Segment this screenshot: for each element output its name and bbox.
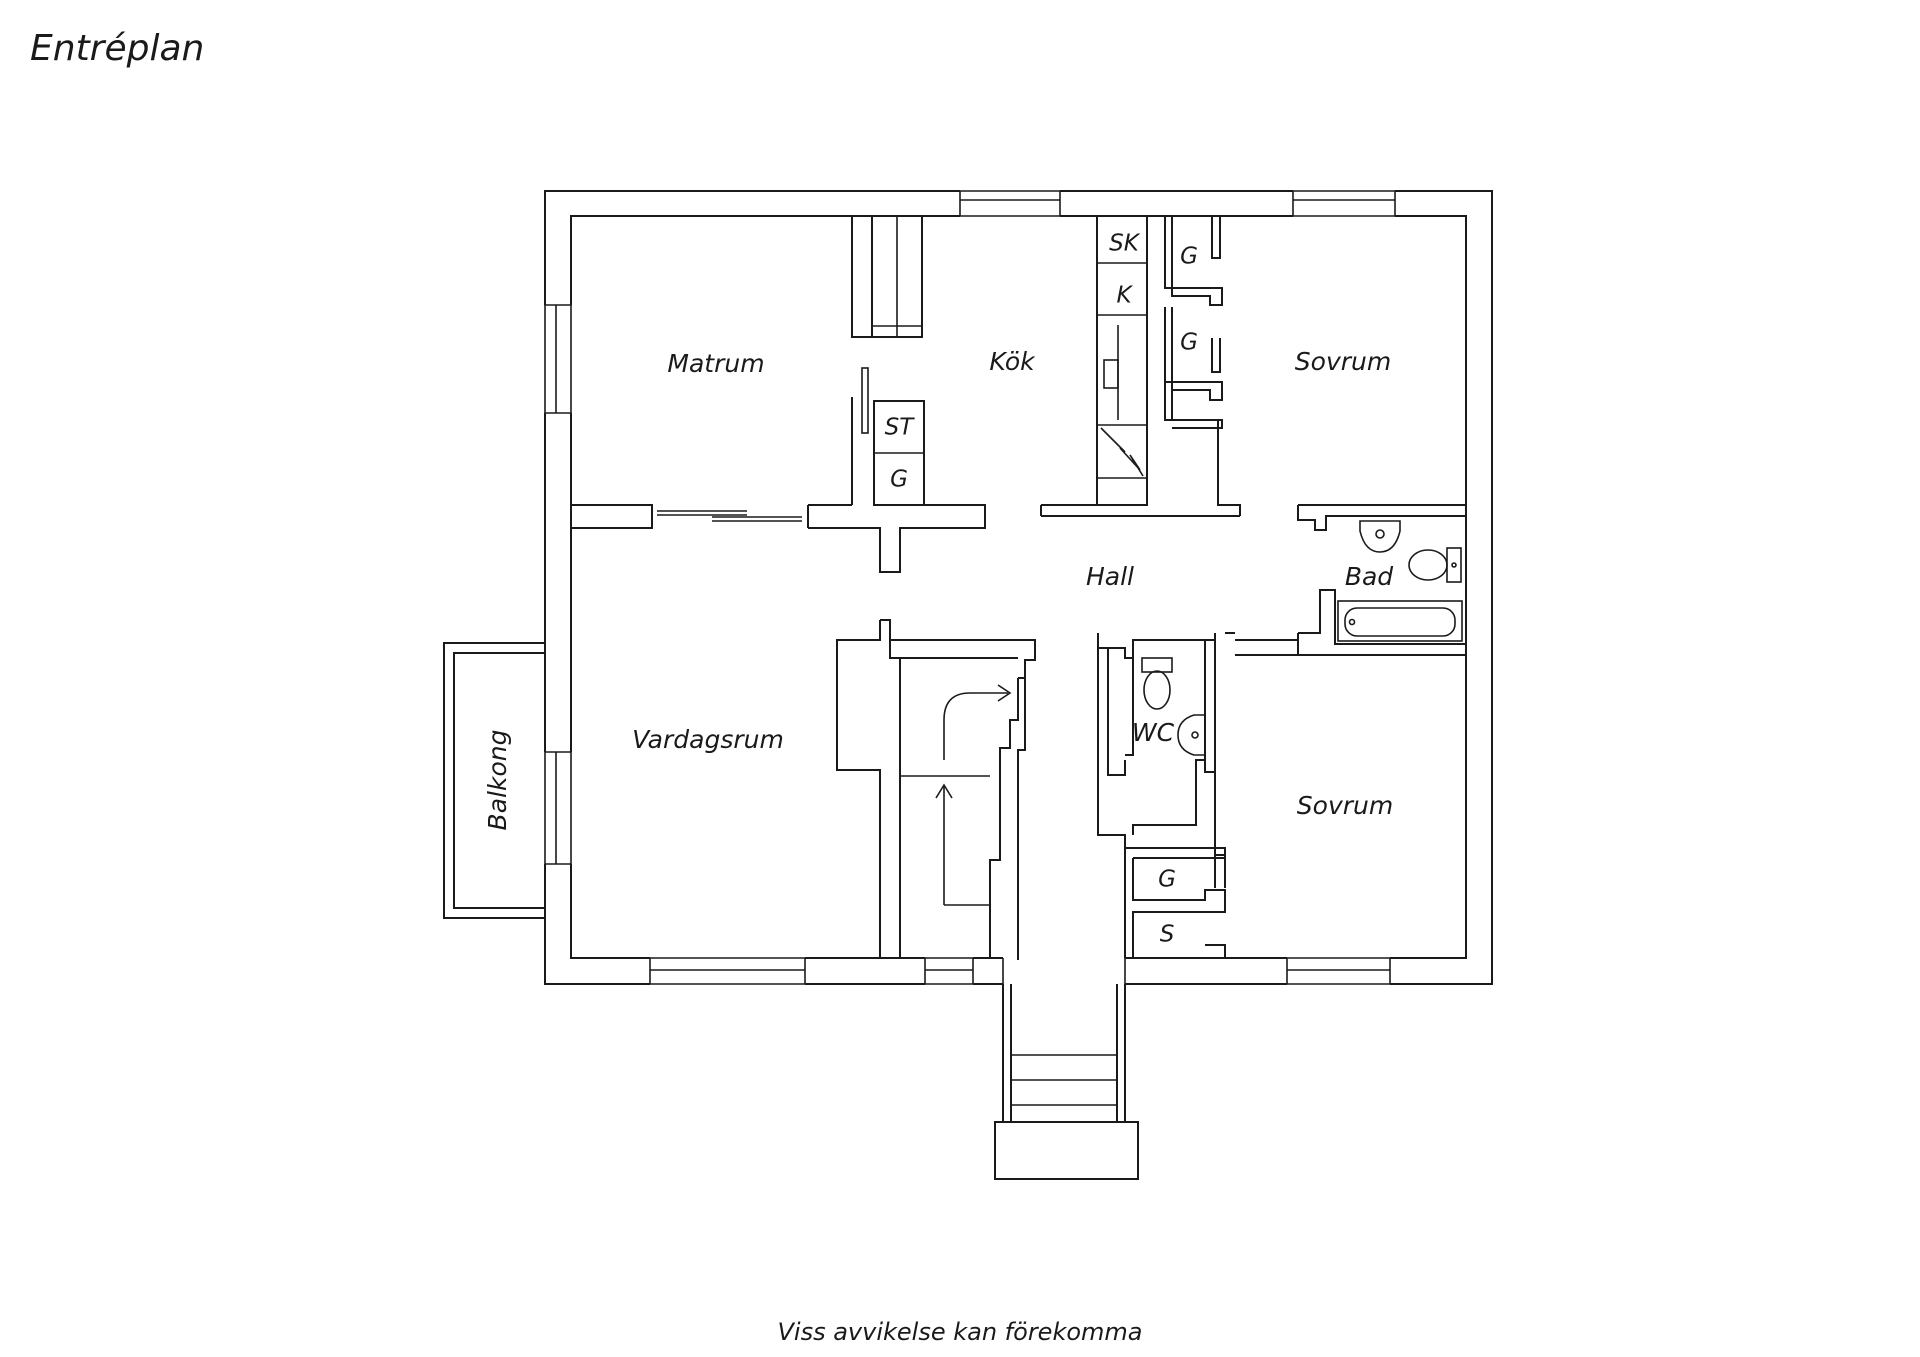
washbasin-icon (1359, 520, 1401, 553)
entrance-steps (994, 957, 1139, 1180)
fixture-label-g-closet-3: G (1158, 867, 1176, 893)
room-label-kok: Kök (989, 347, 1036, 376)
window-bottom-stair (924, 957, 974, 985)
toilet-icon (1408, 547, 1462, 583)
room-labels: Matrum Kök Sovrum Hall Bad Vardagsrum WC… (483, 347, 1393, 830)
room-label-matrum: Matrum (667, 349, 764, 378)
room-label-wc: WC (1132, 718, 1175, 747)
bathtub-icon (1337, 600, 1463, 642)
window-left-dining (544, 304, 572, 414)
window-bottom-bedroom (1286, 957, 1391, 985)
fixture-labels: SK K ST G G G G S (885, 231, 1198, 948)
fixture-label-s-closet: S (1160, 922, 1175, 948)
room-label-balkong: Balkong (483, 730, 512, 831)
window-top-kitchen (959, 190, 1061, 218)
stair-arrows (935, 684, 1012, 906)
fixture-label-g-kitchen: G (890, 467, 908, 493)
bathroom-fixtures (1337, 520, 1463, 642)
washbasin-icon (1177, 714, 1206, 756)
fixture-label-st: ST (885, 415, 916, 441)
toilet-icon (1141, 657, 1173, 710)
balcony (443, 642, 545, 919)
window-left-living (544, 751, 572, 865)
room-label-vardagsrum: Vardagsrum (632, 725, 784, 754)
room-label-sovrum-1: Sovrum (1295, 347, 1391, 376)
fixture-label-k: K (1116, 283, 1133, 309)
window-top-bedroom (1292, 190, 1396, 218)
page-title: Entréplan (30, 28, 205, 69)
windows (544, 190, 1396, 985)
disclaimer: Viss avvikelse kan förekomma (777, 1318, 1143, 1346)
room-label-hall: Hall (1086, 562, 1134, 591)
wc-fixtures (1141, 657, 1206, 756)
fixture-label-g-closet-2: G (1180, 330, 1198, 356)
fixture-label-sk: SK (1109, 231, 1141, 257)
room-label-bad: Bad (1345, 562, 1393, 591)
room-label-sovrum-2: Sovrum (1297, 791, 1393, 820)
window-bottom-living (649, 957, 806, 985)
fixture-label-g-closet-1: G (1180, 244, 1198, 270)
interior-walls (571, 215, 1466, 960)
